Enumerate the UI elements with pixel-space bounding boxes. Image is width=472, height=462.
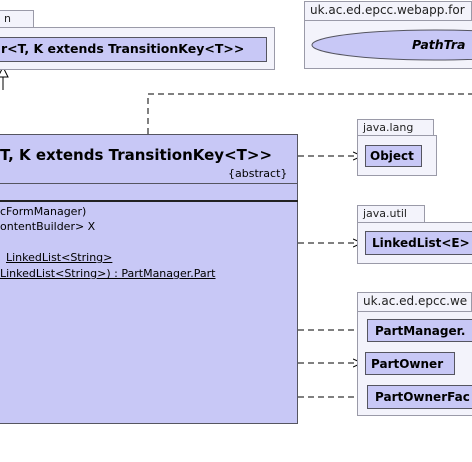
class-name: PartManager. [375, 324, 466, 338]
class-name: PartOwnerFac [375, 390, 470, 404]
package-name: uk.ac.ed.epcc.we [363, 294, 468, 308]
class-main-abstract[interactable] [0, 134, 298, 424]
member-static-field: LinkedList<String> [6, 251, 113, 264]
class-linkedlist[interactable]: LinkedList<E> [365, 231, 472, 255]
dependency-to-pathtra [147, 93, 472, 134]
class-title: T, K extends TransitionKey<T>> [0, 146, 273, 164]
class-transition-base[interactable]: r<T, K extends TransitionKey<T>> [0, 37, 267, 62]
class-name: Object [370, 149, 414, 163]
member-field: ontentBuilder> X [0, 220, 96, 233]
class-name: r<T, K extends TransitionKey<T>> [1, 41, 245, 56]
class-partmanager[interactable]: PartManager. [367, 319, 472, 342]
inheritance-connector [0, 65, 9, 90]
package-tab-java-lang: java.lang [357, 119, 434, 136]
usecase-pathtra[interactable] [310, 29, 472, 61]
class-partownerfactory[interactable]: PartOwnerFac [367, 385, 472, 409]
package-name: n [4, 12, 11, 25]
class-object[interactable]: Object [365, 145, 422, 167]
compartment-divider [0, 200, 298, 202]
package-tab-topleft: n [0, 10, 34, 28]
usecase-label: PathTra [412, 37, 466, 52]
package-name: java.lang [363, 121, 414, 134]
package-tab-java-util: java.util [357, 205, 425, 223]
class-name: LinkedList<E> [372, 236, 470, 250]
package-tab-webapp: uk.ac.ed.epcc.we [357, 292, 472, 311]
class-stereotype: {abstract} [228, 167, 288, 180]
member-static-method: LinkedList<String>) : PartManager.Part [0, 267, 216, 280]
member-constructor: cFormManager) [0, 205, 87, 218]
class-name: PartOwner [371, 357, 444, 371]
class-partowner[interactable]: PartOwner [365, 352, 455, 375]
package-name: java.util [363, 207, 407, 220]
package-name: uk.ac.ed.epcc.webapp.for [310, 3, 465, 17]
compartment-divider [0, 183, 298, 184]
package-tab-webapp-for: uk.ac.ed.epcc.webapp.for [304, 1, 472, 20]
